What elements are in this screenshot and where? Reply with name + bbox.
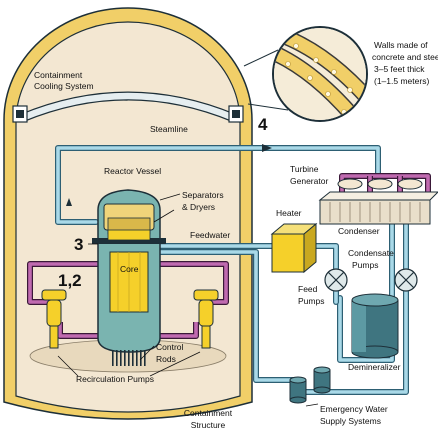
control-rods [112,350,146,366]
label-core: Core [120,264,139,274]
label-walls-1: Walls made of [374,40,428,50]
recirculation-loops [27,261,229,339]
label-feed-pumps-1: Feed [298,284,318,294]
label-emergency-water-2: Supply Systems [320,416,381,426]
reactor-vessel [92,189,166,353]
label-feedwater: Feedwater [190,230,230,240]
leader-lines [57,193,201,377]
steam-arrow-icon [66,198,72,206]
label-containment-structure-2: Structure [191,420,226,430]
condenser [318,191,438,225]
condensate-return-line [297,221,409,395]
label-feed-pumps-2: Pumps [298,296,324,306]
condensate-pump [394,268,418,292]
label-condensate-pumps-2: Pumps [352,260,378,270]
label-number-1-2: 1,2 [58,271,82,290]
steam-arrow-icon [262,144,272,152]
label-containment-structure-1: Containment [184,408,233,418]
label-containment-cooling-1: Containment [34,70,83,80]
containment-cooling-system [12,91,244,123]
label-control-rods-2: Rods [156,354,176,364]
label-walls-4: (1–1.5 meters) [374,76,429,86]
feedwater-line [157,243,303,383]
emergency-water-tanks [289,366,331,407]
label-number-3: 3 [74,235,83,254]
label-number-4: 4 [258,115,268,134]
label-heater: Heater [276,208,302,218]
label-condensate-pumps-1: Condensate [348,248,394,258]
label-walls-3: 3–5 feet thick [374,64,425,74]
label-turbine-1: Turbine [290,164,319,174]
wall-magnifier [243,26,368,122]
label-turbine-2: Generator [290,176,328,186]
label-walls-2: concrete and steel [372,52,438,62]
recirculation-pump-right [193,289,219,349]
label-separators-2: & Dryers [182,202,215,212]
label-reactor-vessel: Reactor Vessel [104,166,161,176]
label-condenser: Condenser [338,226,380,236]
heater [270,222,318,274]
recirculation-pump-left [41,289,67,349]
label-recirculation-pumps: Recirculation Pumps [76,374,154,384]
label-emergency-water-1: Emergency Water [320,404,388,414]
feed-pump [324,268,348,292]
label-containment-cooling-2: Cooling System [34,81,94,91]
demineralizer [351,293,399,359]
label-steamline: Steamline [150,124,188,134]
steamline [55,144,381,225]
label-control-rods-1: Control [156,342,184,352]
label-separators-1: Separators [182,190,224,200]
label-demineralizer: Demineralizer [348,362,401,372]
